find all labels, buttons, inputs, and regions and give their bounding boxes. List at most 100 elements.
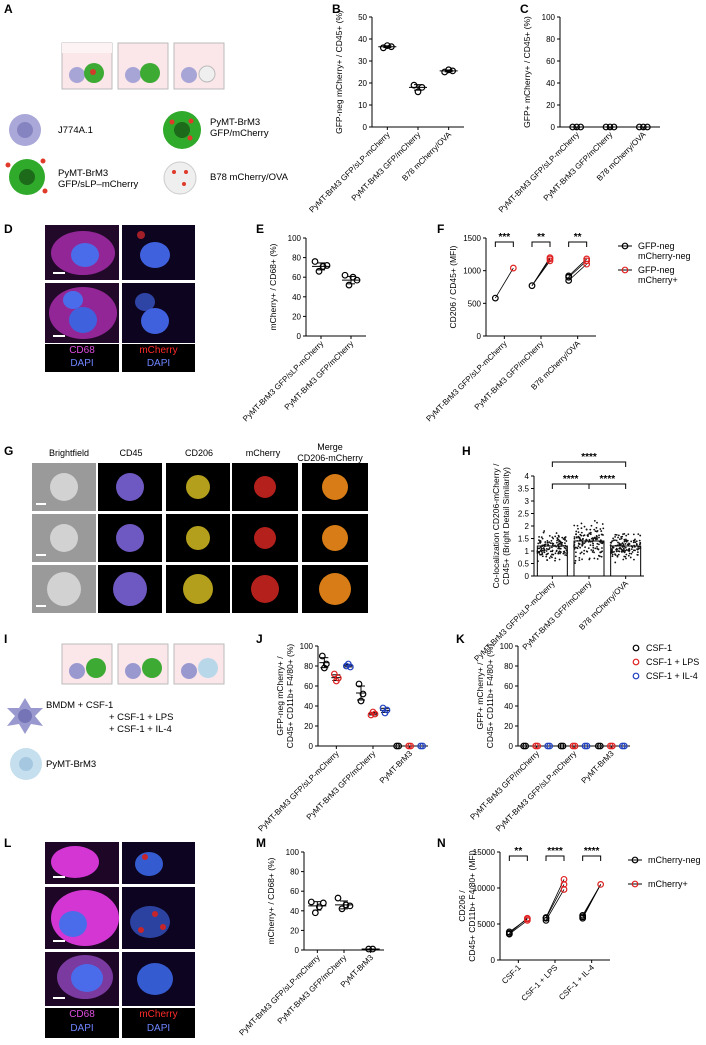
bar-scatter-point: [614, 539, 616, 542]
bar-scatter-point: [615, 539, 618, 542]
bar-scatter-point: [638, 539, 641, 542]
y-tick-label: 20: [290, 926, 299, 935]
stain-mcherry: mCherry: [139, 1009, 178, 1020]
bar-scatter-point: [612, 537, 615, 540]
g-cell: [186, 526, 210, 550]
x-tick-label: PyMT-BrM3 GFP/mCherry: [468, 749, 541, 822]
bar-scatter-point: [631, 551, 634, 553]
bar-scatter-point: [576, 524, 579, 527]
bar-scatter-point: [554, 559, 556, 562]
y-tick-label: 60: [504, 682, 513, 691]
bar-scatter-point: [546, 559, 549, 561]
bar-scatter-point: [546, 541, 549, 544]
bar-scatter-point: [552, 542, 555, 545]
bar-scatter-point: [614, 554, 617, 556]
data-point: [307, 898, 315, 906]
data-point-pos: [560, 875, 568, 883]
bar-scatter-point: [601, 547, 603, 549]
data-point-1: [407, 742, 415, 750]
legend-label: CSF-1: [646, 643, 672, 653]
data-point-neg: [565, 272, 573, 280]
bar-scatter-point: [577, 527, 579, 530]
data-point-1: [569, 742, 577, 750]
bar-scatter-point: [613, 550, 615, 553]
bar-scatter-point: [611, 555, 614, 558]
bar-scatter-point: [586, 534, 589, 537]
bar-scatter-point: [554, 552, 557, 555]
g-cell: [50, 524, 78, 552]
data-point-2: [618, 742, 626, 750]
bar-scatter-point: [558, 558, 561, 561]
data-point-2: [544, 742, 552, 750]
significance-bracket: [531, 241, 551, 247]
bar-scatter-point: [600, 542, 603, 544]
bar-scatter-point: [551, 546, 553, 549]
data-point: [569, 123, 577, 131]
bar-scatter-point: [630, 552, 633, 555]
bar-scatter-point: [576, 539, 579, 542]
data-point: [418, 83, 426, 91]
bar-scatter-point: [621, 551, 623, 553]
data-point-pos: [523, 914, 531, 922]
legend-j774: J774A.1: [58, 125, 93, 136]
y-axis-label-line: mCherry+ / CD68+ (%): [266, 857, 276, 944]
bar-scatter-point: [580, 539, 583, 542]
bar-scatter-point: [596, 545, 598, 548]
bar-scatter-point: [537, 560, 539, 563]
data-point: [449, 67, 457, 75]
data-point: [311, 258, 319, 265]
y-tick-label: 10: [358, 101, 367, 110]
bar-scatter-point: [551, 536, 554, 539]
significance-label: **: [514, 846, 522, 857]
y-tick-label: 20: [358, 79, 367, 88]
stain-dapi: DAPI: [70, 1023, 94, 1034]
bar-scatter-point: [561, 536, 564, 539]
y-axis-label: mCherry+ / CD68+ (%): [266, 857, 276, 944]
bar-scatter-point: [626, 543, 629, 546]
bar-scatter-point: [578, 557, 581, 559]
panel-d-micrographs: [45, 225, 195, 343]
bar-scatter-point: [628, 550, 630, 552]
significance-label: ****: [600, 474, 616, 485]
bar-scatter-point: [635, 540, 638, 543]
g-cell: [186, 475, 210, 499]
data-point-neg: [579, 911, 587, 919]
bar-scatter-point: [624, 549, 627, 552]
bar-scatter-point: [596, 521, 598, 524]
bar-scatter-point: [540, 553, 542, 556]
data-point: [323, 262, 331, 269]
bar-scatter-point: [562, 545, 565, 547]
bar-scatter-point: [546, 553, 548, 556]
bar-scatter-point: [565, 554, 568, 557]
bar-scatter-point: [543, 530, 546, 532]
legend-marker: [632, 644, 640, 652]
bar-scatter-point: [560, 543, 563, 546]
pair-line: [582, 884, 602, 916]
bar-scatter-point: [587, 540, 590, 543]
bar-scatter-point: [542, 547, 545, 549]
data-point-0: [359, 690, 367, 698]
bar-scatter-point: [599, 551, 602, 554]
panel-letter-i: I: [4, 632, 8, 646]
bar-scatter-point: [614, 544, 617, 547]
bar-scatter-point: [593, 528, 596, 531]
bar-scatter-point: [547, 544, 549, 547]
x-tick-label: PyMT-BrM3: [378, 749, 415, 786]
g-col-merge: Merge CD206-mCherry: [297, 442, 363, 463]
bar-scatter-point: [537, 547, 539, 550]
bar-scatter-point: [583, 552, 585, 555]
bar-scatter-point: [599, 539, 602, 541]
bar-scatter-point: [601, 550, 603, 553]
data-point-1: [334, 674, 342, 682]
data-point: [610, 123, 618, 131]
stain-cd68: CD68: [69, 1009, 95, 1020]
bar-scatter-point: [574, 555, 577, 558]
stain-dapi: DAPI: [146, 1023, 171, 1034]
y-tick-label: 80: [504, 662, 513, 671]
bar-scatter-point: [589, 540, 592, 543]
y-tick-label: 80: [292, 254, 301, 263]
bar-scatter-point: [625, 557, 627, 560]
